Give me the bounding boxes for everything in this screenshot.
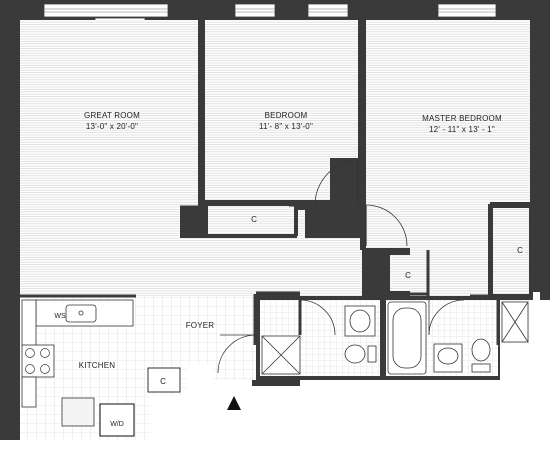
master-closet-label: C	[517, 246, 523, 255]
master-bedroom-name: MASTER BEDROOM	[422, 114, 502, 123]
great-room-floor	[20, 20, 362, 296]
kitchen-closet-box	[147, 367, 181, 393]
bathroom-fixtures	[261, 301, 529, 375]
entry-arrow-icon	[227, 396, 241, 410]
kitchen-counters	[21, 299, 134, 427]
bedroom-floor	[205, 20, 358, 200]
interior-walls	[20, 20, 530, 380]
stove-burners	[25, 348, 50, 374]
foyer-floor	[136, 296, 256, 380]
great-room-name: GREAT ROOM	[84, 111, 140, 120]
bedroom-dims: 11'- 8" x 13'-0"	[259, 122, 313, 131]
bedroom-closet-label: C	[251, 215, 257, 224]
master-closet	[493, 208, 529, 294]
bedroom-name: BEDROOM	[265, 111, 308, 120]
wine-storage-label: WS	[54, 313, 66, 320]
washer-dryer-label: W/D	[110, 421, 124, 428]
master-bedroom-dims: 12' - 11" x 13' - 1"	[429, 125, 495, 134]
hall-closet	[390, 255, 426, 291]
hall-closet-label: C	[405, 271, 411, 280]
foyer-name: FOYER	[186, 321, 215, 330]
kitchen-name: KITCHEN	[79, 361, 116, 370]
bedroom-closet	[207, 206, 295, 234]
kitchen-closet-label: C	[160, 377, 166, 386]
washer-dryer-box	[99, 403, 135, 437]
great-room-dims: 13'-0" x 20'-0"	[86, 122, 138, 131]
doors	[217, 159, 465, 374]
